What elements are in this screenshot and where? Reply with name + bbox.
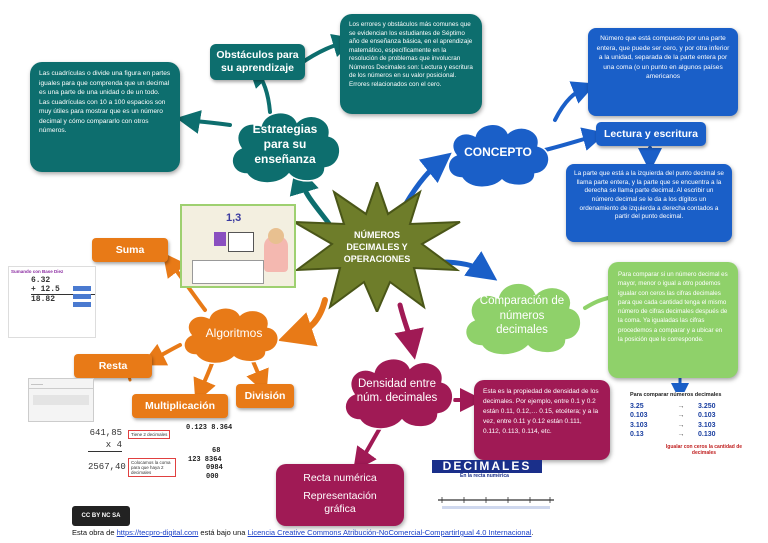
suma-node[interactable]: Suma bbox=[92, 238, 168, 262]
compare-row: 3.25 → 3.250 bbox=[630, 402, 748, 411]
suma-line-1: 6.32 bbox=[31, 276, 51, 285]
arrow-icon: → bbox=[677, 431, 685, 439]
compare-right-value: 0.130 bbox=[698, 431, 716, 439]
comparacion-description: Para comparar si un número decimal es ma… bbox=[608, 262, 738, 378]
compare-decimals-table: Para comparar números decimales 3.25→3.2… bbox=[630, 392, 748, 482]
densidad-node[interactable]: Densidad entre núm. decimales bbox=[338, 350, 456, 432]
mult-line-2: x 4 bbox=[88, 440, 122, 453]
cloud-shape bbox=[344, 358, 454, 430]
recta-numerica-node[interactable]: Recta numérica Representación gráfica bbox=[276, 464, 404, 526]
arrow-icon: → bbox=[677, 412, 685, 420]
estrategias-description: Las cuadrículas o divide una figura en p… bbox=[30, 62, 180, 172]
div-line-2: 68 bbox=[212, 446, 221, 455]
cloud-shape bbox=[464, 282, 582, 356]
cloud-shape bbox=[447, 123, 550, 188]
compare-row: 3.103 → 3.103 bbox=[630, 421, 748, 430]
div-line-5: 000 bbox=[206, 473, 219, 481]
estrategias-node[interactable]: Estrategias para su enseñanza bbox=[225, 104, 345, 186]
compare-left-value: 3.25 bbox=[630, 403, 644, 410]
mult-line-1: 641,85 bbox=[89, 428, 122, 438]
concepto-description: Número que está compuesto por una parte … bbox=[588, 28, 738, 116]
mult-note-1: Tiene 2 decimales bbox=[128, 430, 171, 439]
central-title: NÚMEROS DECIMALES Y OPERACIONES bbox=[343, 229, 411, 265]
footer-attribution: Esta obra de https://tecpro-digital.com … bbox=[72, 528, 752, 542]
compare-left-value: 3.103 bbox=[630, 421, 648, 429]
compare-right-value: 3.103 bbox=[698, 421, 716, 429]
compare-table-note: Igualar con ceros la cantidad de decimal… bbox=[665, 443, 743, 456]
compare-left-value: 0.103 bbox=[630, 412, 648, 420]
suma-line-2: + 12.5 bbox=[31, 285, 95, 296]
license-link[interactable]: Licencia Creative Commons Atribución-NoC… bbox=[247, 528, 532, 537]
banner-subtitle: En la recta numérica bbox=[460, 473, 509, 479]
banner-title: DECIMALES bbox=[432, 460, 542, 473]
algoritmos-node[interactable]: Algoritmos bbox=[178, 302, 290, 365]
compare-row: 0.13 → 0.130 bbox=[630, 430, 748, 439]
comparacion-label: Comparación de números decimales bbox=[479, 294, 565, 337]
recta-label: Recta numérica bbox=[303, 472, 377, 484]
decimales-banner: DECIMALES En la recta numérica bbox=[432, 460, 542, 482]
resta-node[interactable]: Resta bbox=[74, 354, 152, 378]
lectura-escritura-node[interactable]: Lectura y escritura bbox=[596, 122, 706, 146]
algoritmos-label: Algoritmos bbox=[205, 326, 263, 340]
obstaculos-description: Los errores y obstáculos más comunes que… bbox=[340, 14, 482, 114]
mult-line-3: 2567,40 bbox=[88, 462, 126, 473]
footer-prefix: Esta obra de bbox=[72, 528, 117, 537]
tecpro-link[interactable]: https://tecpro-digital.com bbox=[116, 528, 199, 537]
div-line-3: 123 8364 bbox=[188, 455, 222, 464]
footer-middle: está bajo una bbox=[198, 528, 248, 537]
central-star-node: NÚMEROS DECIMALES Y OPERACIONES bbox=[292, 178, 462, 315]
base-ten-blocks bbox=[73, 285, 93, 311]
suma-caption: Sumando con Base Diez bbox=[11, 269, 64, 274]
arrow-icon: → bbox=[677, 421, 685, 429]
obstaculos-node[interactable]: Obstáculos para su aprendizaje bbox=[210, 44, 305, 80]
multiplicacion-example-image: 641,85 x 4 2567,40 Tiene 2 decimales Col… bbox=[88, 428, 184, 484]
div-line-1: 0.123 8.364 bbox=[186, 424, 233, 432]
mult-note-2: Colocamos la coma para que haya 2 decima… bbox=[128, 458, 176, 477]
compare-right-value: 3.250 bbox=[698, 403, 716, 410]
compare-left-value: 0.13 bbox=[630, 431, 644, 439]
densidad-label: Densidad entre núm. decimales bbox=[356, 377, 438, 404]
estrategias-label: Estrategias para su enseñanza bbox=[252, 121, 318, 166]
compare-row: 0.103 → 0.103 bbox=[630, 411, 748, 420]
fraction-value: 1,3 bbox=[226, 212, 242, 224]
multiplicacion-node[interactable]: Multiplicación bbox=[132, 394, 228, 418]
suma-line-3: 18.82 bbox=[31, 295, 56, 305]
compare-table-title: Para comparar números decimales bbox=[630, 392, 722, 398]
arrow-icon: → bbox=[677, 403, 685, 410]
fraction-illustration: 1,3 bbox=[180, 204, 296, 288]
number-line-graphic bbox=[438, 497, 554, 509]
cc-license-badge[interactable]: CC BY NC SA bbox=[72, 506, 130, 526]
footer-end: . bbox=[531, 528, 534, 537]
suma-example-image: Sumando con Base Diez 6.32 + 12.5 18.82 bbox=[8, 266, 96, 338]
lectura-description: La parte que está a la izquierda del pun… bbox=[566, 164, 732, 242]
densidad-description: Esta es la propiedad de densidad de los … bbox=[474, 380, 610, 460]
compare-right-value: 0.103 bbox=[698, 412, 716, 420]
cloud-shape bbox=[231, 112, 341, 184]
division-node[interactable]: División bbox=[236, 384, 294, 408]
comparacion-node[interactable]: Comparación de números decimales bbox=[458, 274, 586, 358]
concepto-label: CONCEPTO bbox=[464, 145, 532, 159]
div-line-4: 0984 bbox=[206, 464, 223, 473]
cc-badge-text: CC BY NC SA bbox=[81, 513, 121, 519]
concepto-node[interactable]: CONCEPTO bbox=[442, 118, 554, 188]
cloud-shape bbox=[183, 307, 279, 365]
resta-example-image: ——— bbox=[28, 378, 94, 422]
division-example-image: 0.123 8.364 68 123 8364 0984 000 bbox=[186, 424, 270, 486]
representacion-label: Representación gráfica bbox=[303, 490, 377, 515]
